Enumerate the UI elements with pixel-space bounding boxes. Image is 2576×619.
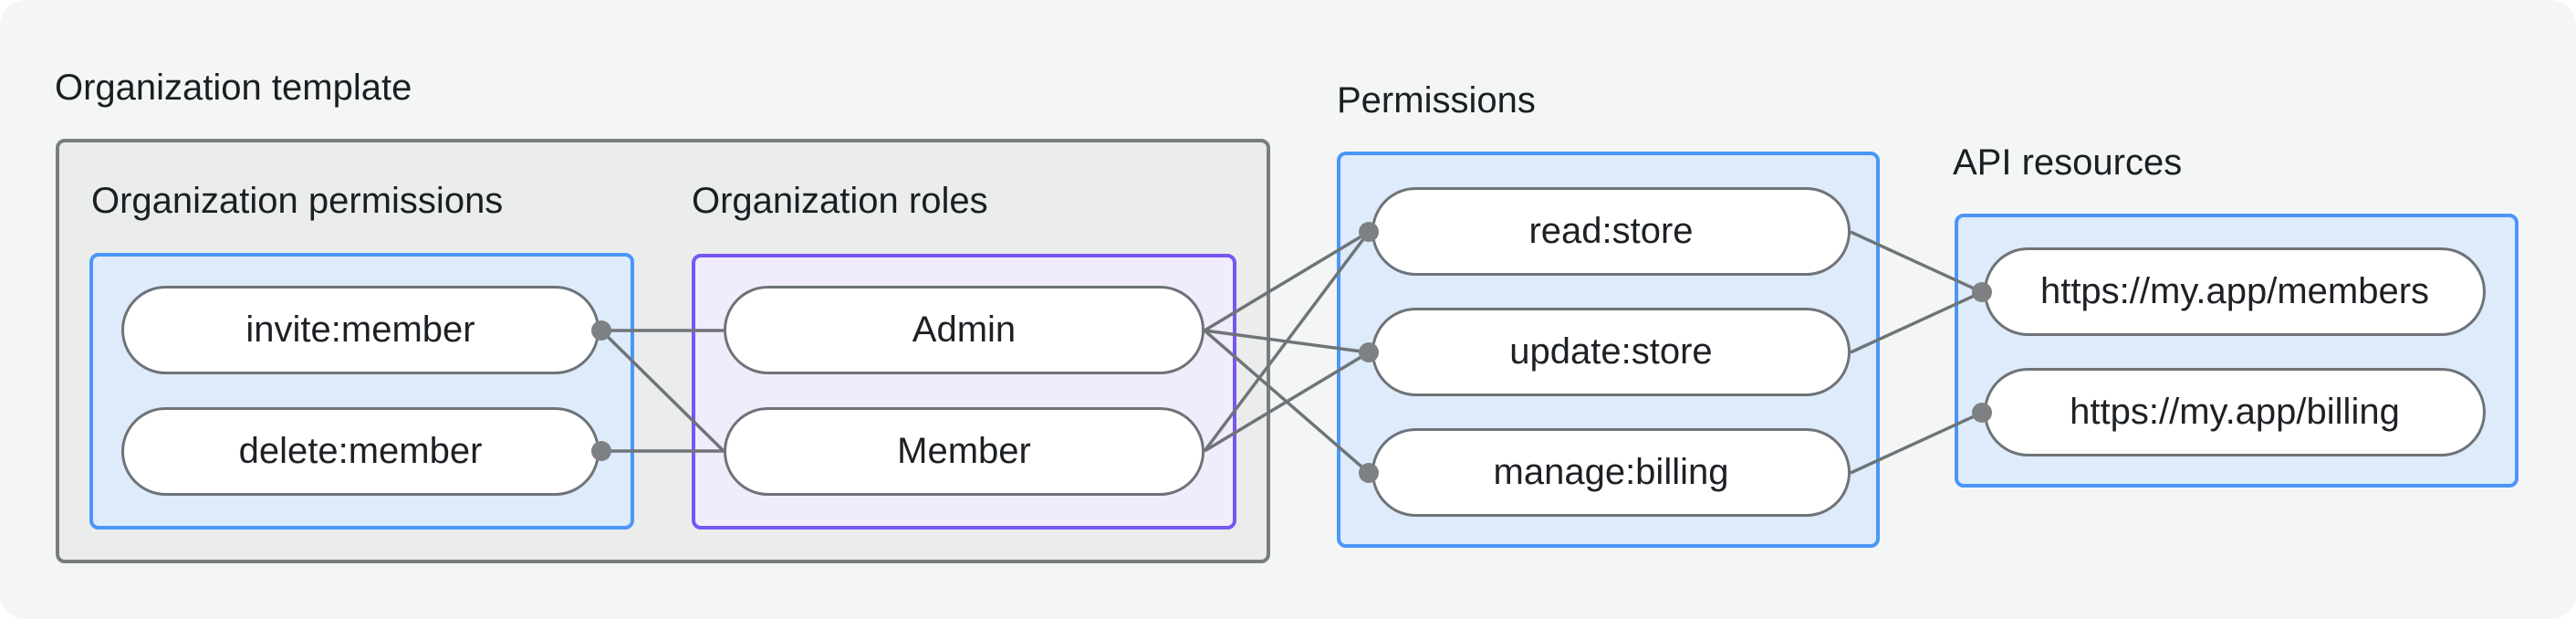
label-organization-permissions: Organization permissions xyxy=(91,181,504,221)
node-admin: Admin xyxy=(724,286,1205,374)
node-api-members: https://my.app/members xyxy=(1984,247,2486,336)
node-api-billing: https://my.app/billing xyxy=(1984,368,2486,456)
label-permissions: Permissions xyxy=(1337,80,1536,121)
label-organization-template: Organization template xyxy=(55,68,412,108)
node-read-store: read:store xyxy=(1371,187,1851,276)
node-delete-member: delete:member xyxy=(121,407,600,496)
node-update-store: update:store xyxy=(1371,308,1851,396)
label-api-resources: API resources xyxy=(1953,142,2183,183)
label-organization-roles: Organization roles xyxy=(692,181,988,221)
node-invite-member: invite:member xyxy=(121,286,600,374)
node-manage-billing: manage:billing xyxy=(1371,428,1851,517)
node-member: Member xyxy=(724,407,1205,496)
